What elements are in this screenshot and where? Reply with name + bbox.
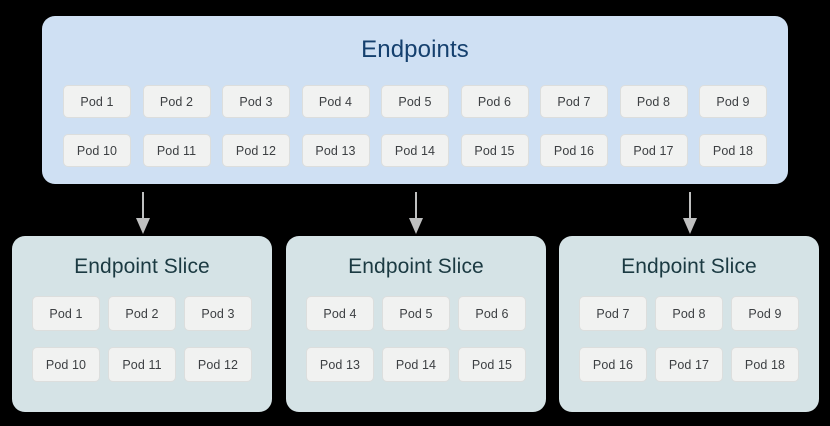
pod-chip: Pod 8	[655, 296, 723, 331]
arrow-head	[409, 218, 423, 234]
pod-chip: Pod 5	[381, 85, 449, 118]
arrow-down-icon	[406, 192, 426, 234]
pod-chip: Pod 16	[540, 134, 608, 167]
pod-chip: Pod 4	[301, 85, 370, 118]
endpoints-pod-row-1: Pod 1 Pod 2 Pod 3 Pod 4 Pod 5 Pod 6 Pod …	[63, 85, 767, 118]
endpoint-slice-title: Endpoint Slice	[621, 255, 757, 278]
pod-chip: Pod 2	[108, 296, 176, 331]
pod-chip: Pod 13	[301, 134, 370, 167]
endpoint-slice-container: Endpoint Slice Pod 1 Pod 2 Pod 3 Pod 10 …	[12, 236, 272, 412]
slice-pod-row-1: Pod 4 Pod 5 Pod 6	[306, 296, 526, 331]
pod-chip: Pod 14	[382, 347, 450, 382]
arrow-head	[136, 218, 150, 234]
pod-chip: Pod 1	[63, 85, 131, 118]
pod-chip: Pod 14	[381, 134, 449, 167]
arrow-head	[683, 218, 697, 234]
arrow-shaft	[142, 192, 144, 220]
pod-chip: Pod 9	[731, 296, 799, 331]
pod-chip: Pod 10	[32, 347, 100, 382]
pod-chip: Pod 13	[306, 347, 374, 382]
pod-chip: Pod 12	[222, 134, 290, 167]
pod-chip: Pod 1	[32, 296, 100, 331]
pod-chip: Pod 3	[222, 85, 290, 118]
slice-pod-row-1: Pod 7 Pod 8 Pod 9	[579, 296, 799, 331]
arrow-shaft	[689, 192, 691, 220]
pod-chip: Pod 11	[142, 134, 211, 167]
pod-chip: Pod 17	[619, 134, 688, 167]
pod-chip: Pod 15	[458, 347, 526, 382]
pod-chip: Pod 11	[108, 347, 176, 382]
pod-chip: Pod 9	[699, 85, 767, 118]
arrow-down-icon	[133, 192, 153, 234]
endpoint-slice-title: Endpoint Slice	[348, 255, 484, 278]
pod-chip: Pod 5	[382, 296, 450, 331]
slice-pod-row-2: Pod 10 Pod 11 Pod 12	[32, 347, 252, 382]
pod-chip: Pod 2	[142, 85, 211, 118]
pod-chip: Pod 17	[655, 347, 723, 382]
pod-chip: Pod 3	[184, 296, 252, 331]
pod-chip: Pod 7	[540, 85, 608, 118]
pod-chip: Pod 8	[619, 85, 688, 118]
pod-chip: Pod 7	[579, 296, 647, 331]
endpoints-pod-row-2: Pod 10 Pod 11 Pod 12 Pod 13 Pod 14 Pod 1…	[63, 134, 767, 167]
endpoint-slice-title: Endpoint Slice	[74, 255, 210, 278]
arrow-down-icon	[680, 192, 700, 234]
pod-chip: Pod 12	[184, 347, 252, 382]
pod-chip: Pod 18	[699, 134, 767, 167]
slice-pod-row-2: Pod 13 Pod 14 Pod 15	[306, 347, 526, 382]
pod-chip: Pod 18	[731, 347, 799, 382]
pod-chip: Pod 6	[460, 85, 529, 118]
pod-chip: Pod 10	[63, 134, 131, 167]
arrow-shaft	[415, 192, 417, 220]
slice-pod-row-2: Pod 16 Pod 17 Pod 18	[579, 347, 799, 382]
endpoints-title: Endpoints	[361, 36, 469, 63]
pod-chip: Pod 6	[458, 296, 526, 331]
pod-chip: Pod 4	[306, 296, 374, 331]
pod-chip: Pod 15	[460, 134, 529, 167]
endpoint-slice-container: Endpoint Slice Pod 4 Pod 5 Pod 6 Pod 13 …	[286, 236, 546, 412]
pod-chip: Pod 16	[579, 347, 647, 382]
slice-pod-row-1: Pod 1 Pod 2 Pod 3	[32, 296, 252, 331]
endpoint-slice-container: Endpoint Slice Pod 7 Pod 8 Pod 9 Pod 16 …	[559, 236, 819, 412]
endpoints-container: Endpoints Pod 1 Pod 2 Pod 3 Pod 4 Pod 5 …	[42, 16, 788, 184]
